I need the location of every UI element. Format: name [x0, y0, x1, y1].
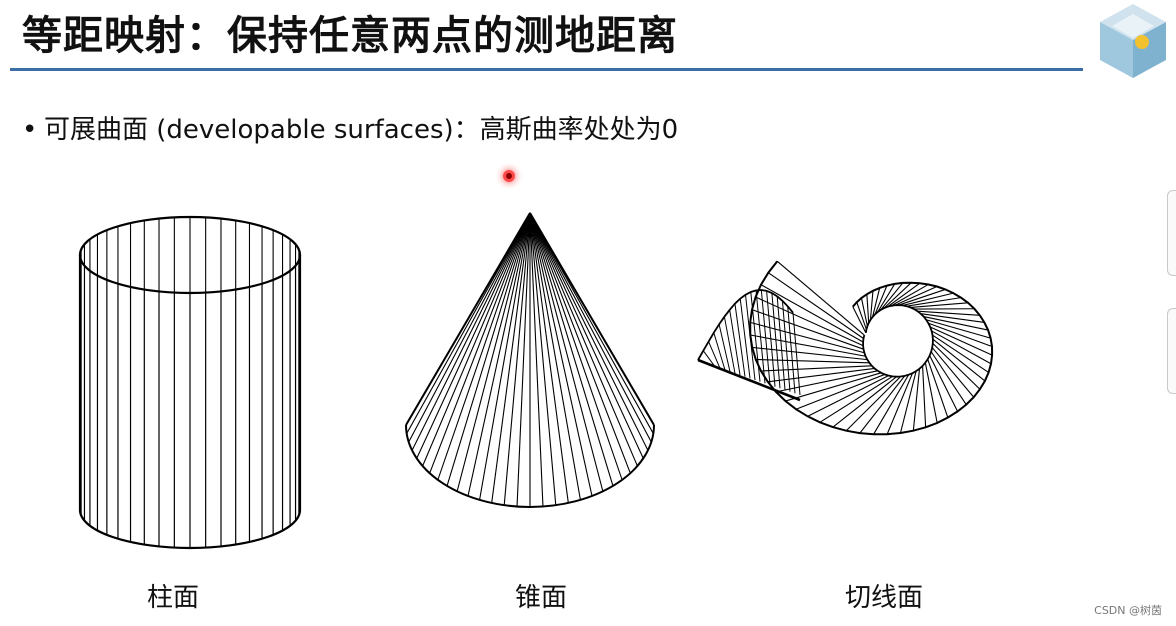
side-scroll-tab[interactable]	[1167, 190, 1176, 276]
cylinder-figure	[70, 205, 310, 560]
tangent-surface-figure	[690, 215, 1035, 520]
bullet-item: •可展曲面 (developable surfaces)：高斯曲率处处为0	[22, 112, 678, 148]
bullet-text: 可展曲面 (developable surfaces)：高斯曲率处处为0	[44, 115, 679, 145]
laser-pointer-icon	[503, 170, 515, 182]
side-scroll-tab-lower[interactable]	[1167, 308, 1176, 394]
slide-title: 等距映射：保持任意两点的测地距离	[22, 13, 678, 59]
title-underline	[10, 68, 1083, 71]
cube-logo-icon	[1096, 0, 1170, 82]
caption-cone: 锥面	[514, 583, 568, 613]
caption-cylinder: 柱面	[146, 583, 200, 613]
cone-figure	[395, 205, 665, 555]
caption-tangent-surface: 切线面	[844, 583, 924, 613]
watermark: CSDN @树茵	[1094, 604, 1162, 617]
bullet-symbol: •	[22, 115, 38, 145]
